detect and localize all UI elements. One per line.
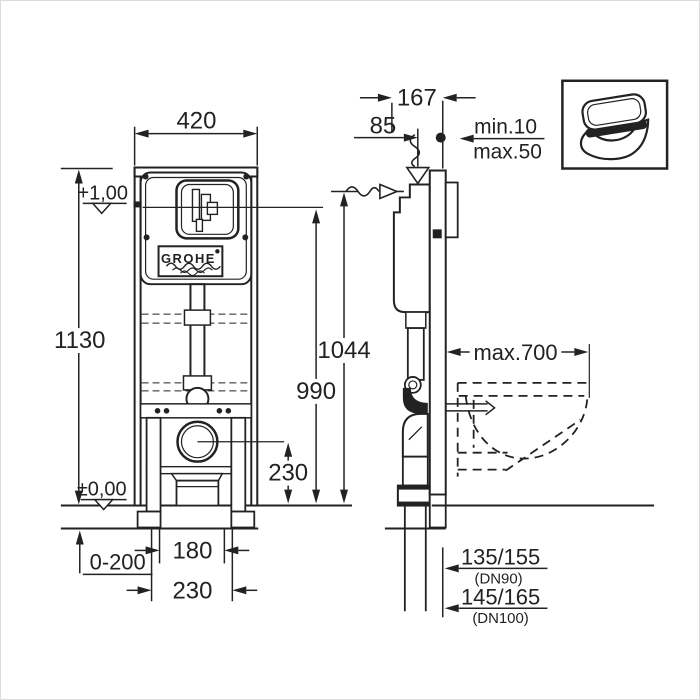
brand-logo-text: GROHE [161,251,216,266]
upper-datum-label: +1,00 [77,182,127,204]
floor-datum-triangle [93,498,115,511]
dim-frame-height: 1130 [52,167,113,505]
dim-wall-min-label: min.10 [474,116,537,139]
datum-markers: +1,00 ±0,00 [77,182,324,511]
drain-pipe-upper [401,455,429,487]
water-supply-arrows [345,133,431,200]
wall-bracket [444,181,459,239]
fixing-rod [445,400,496,416]
flush-pipe-neck [405,311,427,329]
dimensions: 420 1130 167 85 [52,85,590,627]
supply-arrow-vertical [405,166,431,185]
dim-wall-clearance: min.10 max.50 [435,116,545,164]
brand-logo-plate: GROHE [157,245,224,278]
dim-outlet-height-label: 230 [268,460,308,487]
fixing-rod-tip [485,400,496,416]
dim-wall-max-label: max.50 [473,141,542,164]
pipe-clamp-ring-inner [408,380,418,390]
dim-supply-offset: 85 [353,113,419,167]
drain-pipe-below-floor [403,505,427,612]
dim-actuation-height: 990 [293,209,340,504]
logo-frame [157,245,224,278]
dim-bowl-projection: max.700 [446,340,590,398]
level-dash-band-upper [141,313,251,324]
dim-foot-adjust: 0-200 [75,530,153,576]
dim-supply-height-label: 1044 [317,337,370,364]
registered-mark-dot [215,249,220,254]
front-view: GROHE [133,166,259,529]
frame-leg-right [230,416,247,513]
flush-pipe-side [406,327,425,381]
dim-outlet-height: 230 [197,441,312,504]
reference-dot [435,132,446,143]
flush-pipe [189,283,206,379]
level-dash-band-lower [141,382,251,392]
dim-dn90-label: 135/155 [461,544,540,569]
upper-datum-tick [133,201,142,208]
supply-squiggle-vertical [409,133,421,168]
logo-wave-2 [172,267,213,274]
frame-foot-left [136,510,162,529]
dim-top-depth-label: 167 [397,85,437,112]
cistern-inner-outline [144,176,247,280]
floor-datum-label: ±0,00 [77,479,127,501]
fixing-stud-dots [154,408,232,414]
dim-frame-width-label: 420 [176,108,216,135]
side-view [392,169,655,612]
outlet-fitting-flare [170,472,224,482]
dim-supply-height: 1044 [315,190,373,504]
wc-bowl-dashed-outline [456,382,589,477]
supply-squiggle-horizontal [345,186,380,197]
coupling-band-top [397,485,430,490]
dim-bowl-projection-label: max.700 [473,340,557,365]
dim-fixing-inner: 180 [134,528,250,564]
dim-dn100-size-label: (DN100) [472,610,528,627]
cistern-profile [392,183,431,314]
dim-frame-width: 420 [133,108,259,166]
dim-dn90-size-label: (DN90) [475,570,523,587]
flush-bend-black [402,387,428,414]
drain-elbow [401,412,429,458]
dim-dn100-label: 145/165 [461,584,540,609]
dim-frame-height-label: 1130 [54,327,105,354]
dim-fixing-outer-label: 230 [172,577,212,604]
dim-fixing-outer: 230 [126,528,258,604]
coupling-band-bottom [397,501,430,506]
frame-screw-dots [142,173,250,241]
frame-foot-right [230,510,256,529]
supply-arrow-horizontal [379,183,399,200]
pipe-collar [183,309,212,326]
mounting-rail-side [428,169,447,496]
dim-fixing-inner-label: 180 [172,537,212,564]
dim-supply-offset-label: 85 [370,113,397,140]
dim-foot-adjust-label: 0-200 [90,549,146,574]
logo-wave-1 [165,262,221,270]
legend-box [561,79,669,170]
rail-bolt [432,229,442,239]
dim-actuation-height-label: 990 [296,378,336,405]
upper-datum-triangle [91,202,113,215]
wall-hung-toilet-icon [579,93,650,161]
outlet-fitting-body [175,479,220,507]
logo-wave-3 [180,270,205,277]
elbow-tick [408,426,423,441]
rail-leg-side [428,493,447,529]
dim-outlet-offsets: 135/155 (DN90) 145/165 (DN100) [441,544,548,627]
fixing-crossbar [139,403,253,419]
flush-plate-window-inner [180,183,234,235]
frame-leg-left [145,416,162,513]
